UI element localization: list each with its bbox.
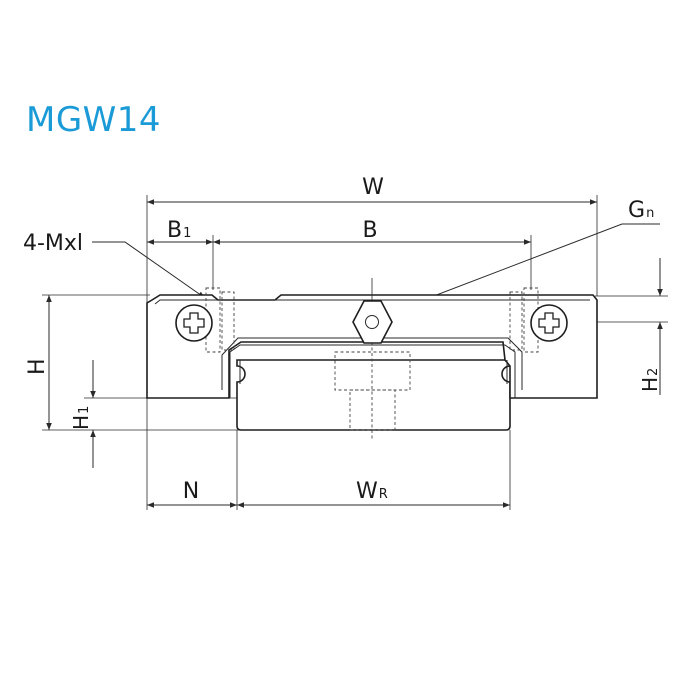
block (146, 294, 598, 399)
gn-leader (391, 223, 660, 313)
label-B1: B1 (167, 218, 191, 243)
mxl-leader (92, 241, 206, 299)
label-B: B (362, 218, 377, 243)
label-W: W (362, 175, 384, 200)
label-H: H (25, 358, 50, 375)
label-H1: H1 (69, 406, 93, 430)
label-Gn: Gn (628, 198, 654, 223)
grease-nipple (352, 278, 393, 344)
mounting-screw-right (509, 287, 568, 353)
rail-bolt-hole-hidden (349, 389, 396, 431)
mounting-screw-left (175, 287, 235, 353)
label-4-Mxl: 4-Mxl (23, 231, 83, 256)
rail (236, 342, 511, 440)
label-H2: H2 (638, 368, 662, 392)
leader-lines (92, 223, 660, 313)
label-WR: WR (356, 479, 388, 504)
dimension-labels: W B1 B Gn 4-Mxl H H1 H2 N WR (23, 175, 662, 504)
label-N: N (183, 479, 199, 504)
model-title: MGW14 (26, 100, 162, 140)
dimension-lines (46, 199, 663, 508)
